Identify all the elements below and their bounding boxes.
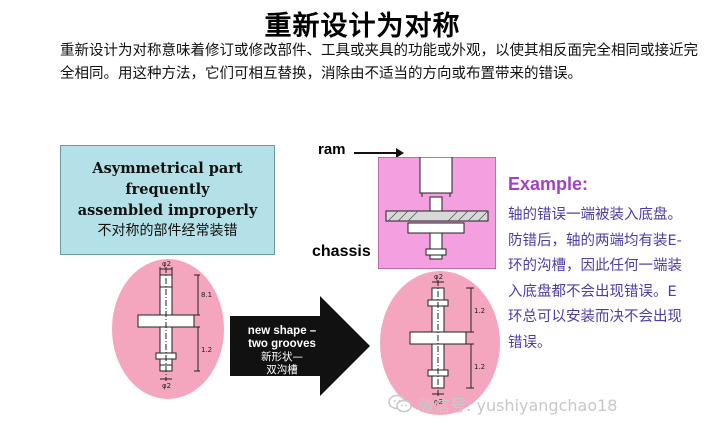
chassis-label: chassis: [312, 243, 371, 260]
ram-arrow: [354, 148, 404, 158]
example-title: Example:: [508, 174, 589, 194]
wechat-icon: [388, 394, 412, 413]
left-side-dim1: 8.1: [201, 291, 212, 299]
arrow-label: new shape – two grooves 新形状— 双沟槽: [232, 325, 332, 377]
new-shape-arrow: [230, 296, 370, 396]
asymmetric-part-box: Asymmetrical part frequently assembled i…: [60, 145, 275, 255]
ram-label: ram: [318, 141, 346, 158]
arrow-line-2: two grooves: [248, 338, 316, 350]
left-top-dim: φ2: [162, 260, 171, 268]
asymmetric-shaft-drawing: φ2 8.1 1.2 φ2: [112, 259, 224, 399]
arrow-line-1: new shape –: [247, 325, 317, 337]
slide-title: 重新设计为对称: [264, 11, 461, 42]
asym-line-3: assembled improperly: [77, 202, 258, 219]
asym-line-2: frequently: [125, 181, 210, 198]
watermark-text: 微信号: yushiyangchao18: [418, 396, 618, 415]
symmetric-shaft-drawing: φ2 1.2 1.2 φ2: [380, 271, 500, 415]
right-side-dim2: 1.2: [474, 363, 485, 371]
right-top-dim: φ2: [434, 273, 443, 281]
left-side-dim2: 1.2: [201, 346, 212, 354]
chassis-plate: [385, 210, 489, 222]
ram-chassis-drawing: [378, 157, 496, 269]
arrow-line-cn1: 新形状—: [261, 351, 303, 363]
right-bottom-dim: φ2: [434, 398, 443, 406]
asym-line-cn: 不对称的部件经常装错: [97, 223, 238, 239]
intro-paragraph: 重新设计为对称意味着修订或修改部件、工具或夹具的功能或外观，以使其相反面完全相同…: [60, 43, 698, 82]
watermark: 微信号: yushiyangchao18: [388, 392, 617, 416]
example-text: 轴的错误一端被装入底盘。防错后，轴的两端均有装E-环的沟槽，因此任何一端装入底盘…: [508, 207, 682, 351]
arrow-shape: [230, 296, 370, 396]
arrow-line-cn2: 双沟槽: [266, 364, 298, 376]
left-bottom-dim: φ2: [162, 382, 171, 390]
ram-block: [419, 157, 453, 194]
asym-line-1: Asymmetrical part: [92, 160, 243, 177]
right-side-dim1: 1.2: [474, 307, 485, 315]
